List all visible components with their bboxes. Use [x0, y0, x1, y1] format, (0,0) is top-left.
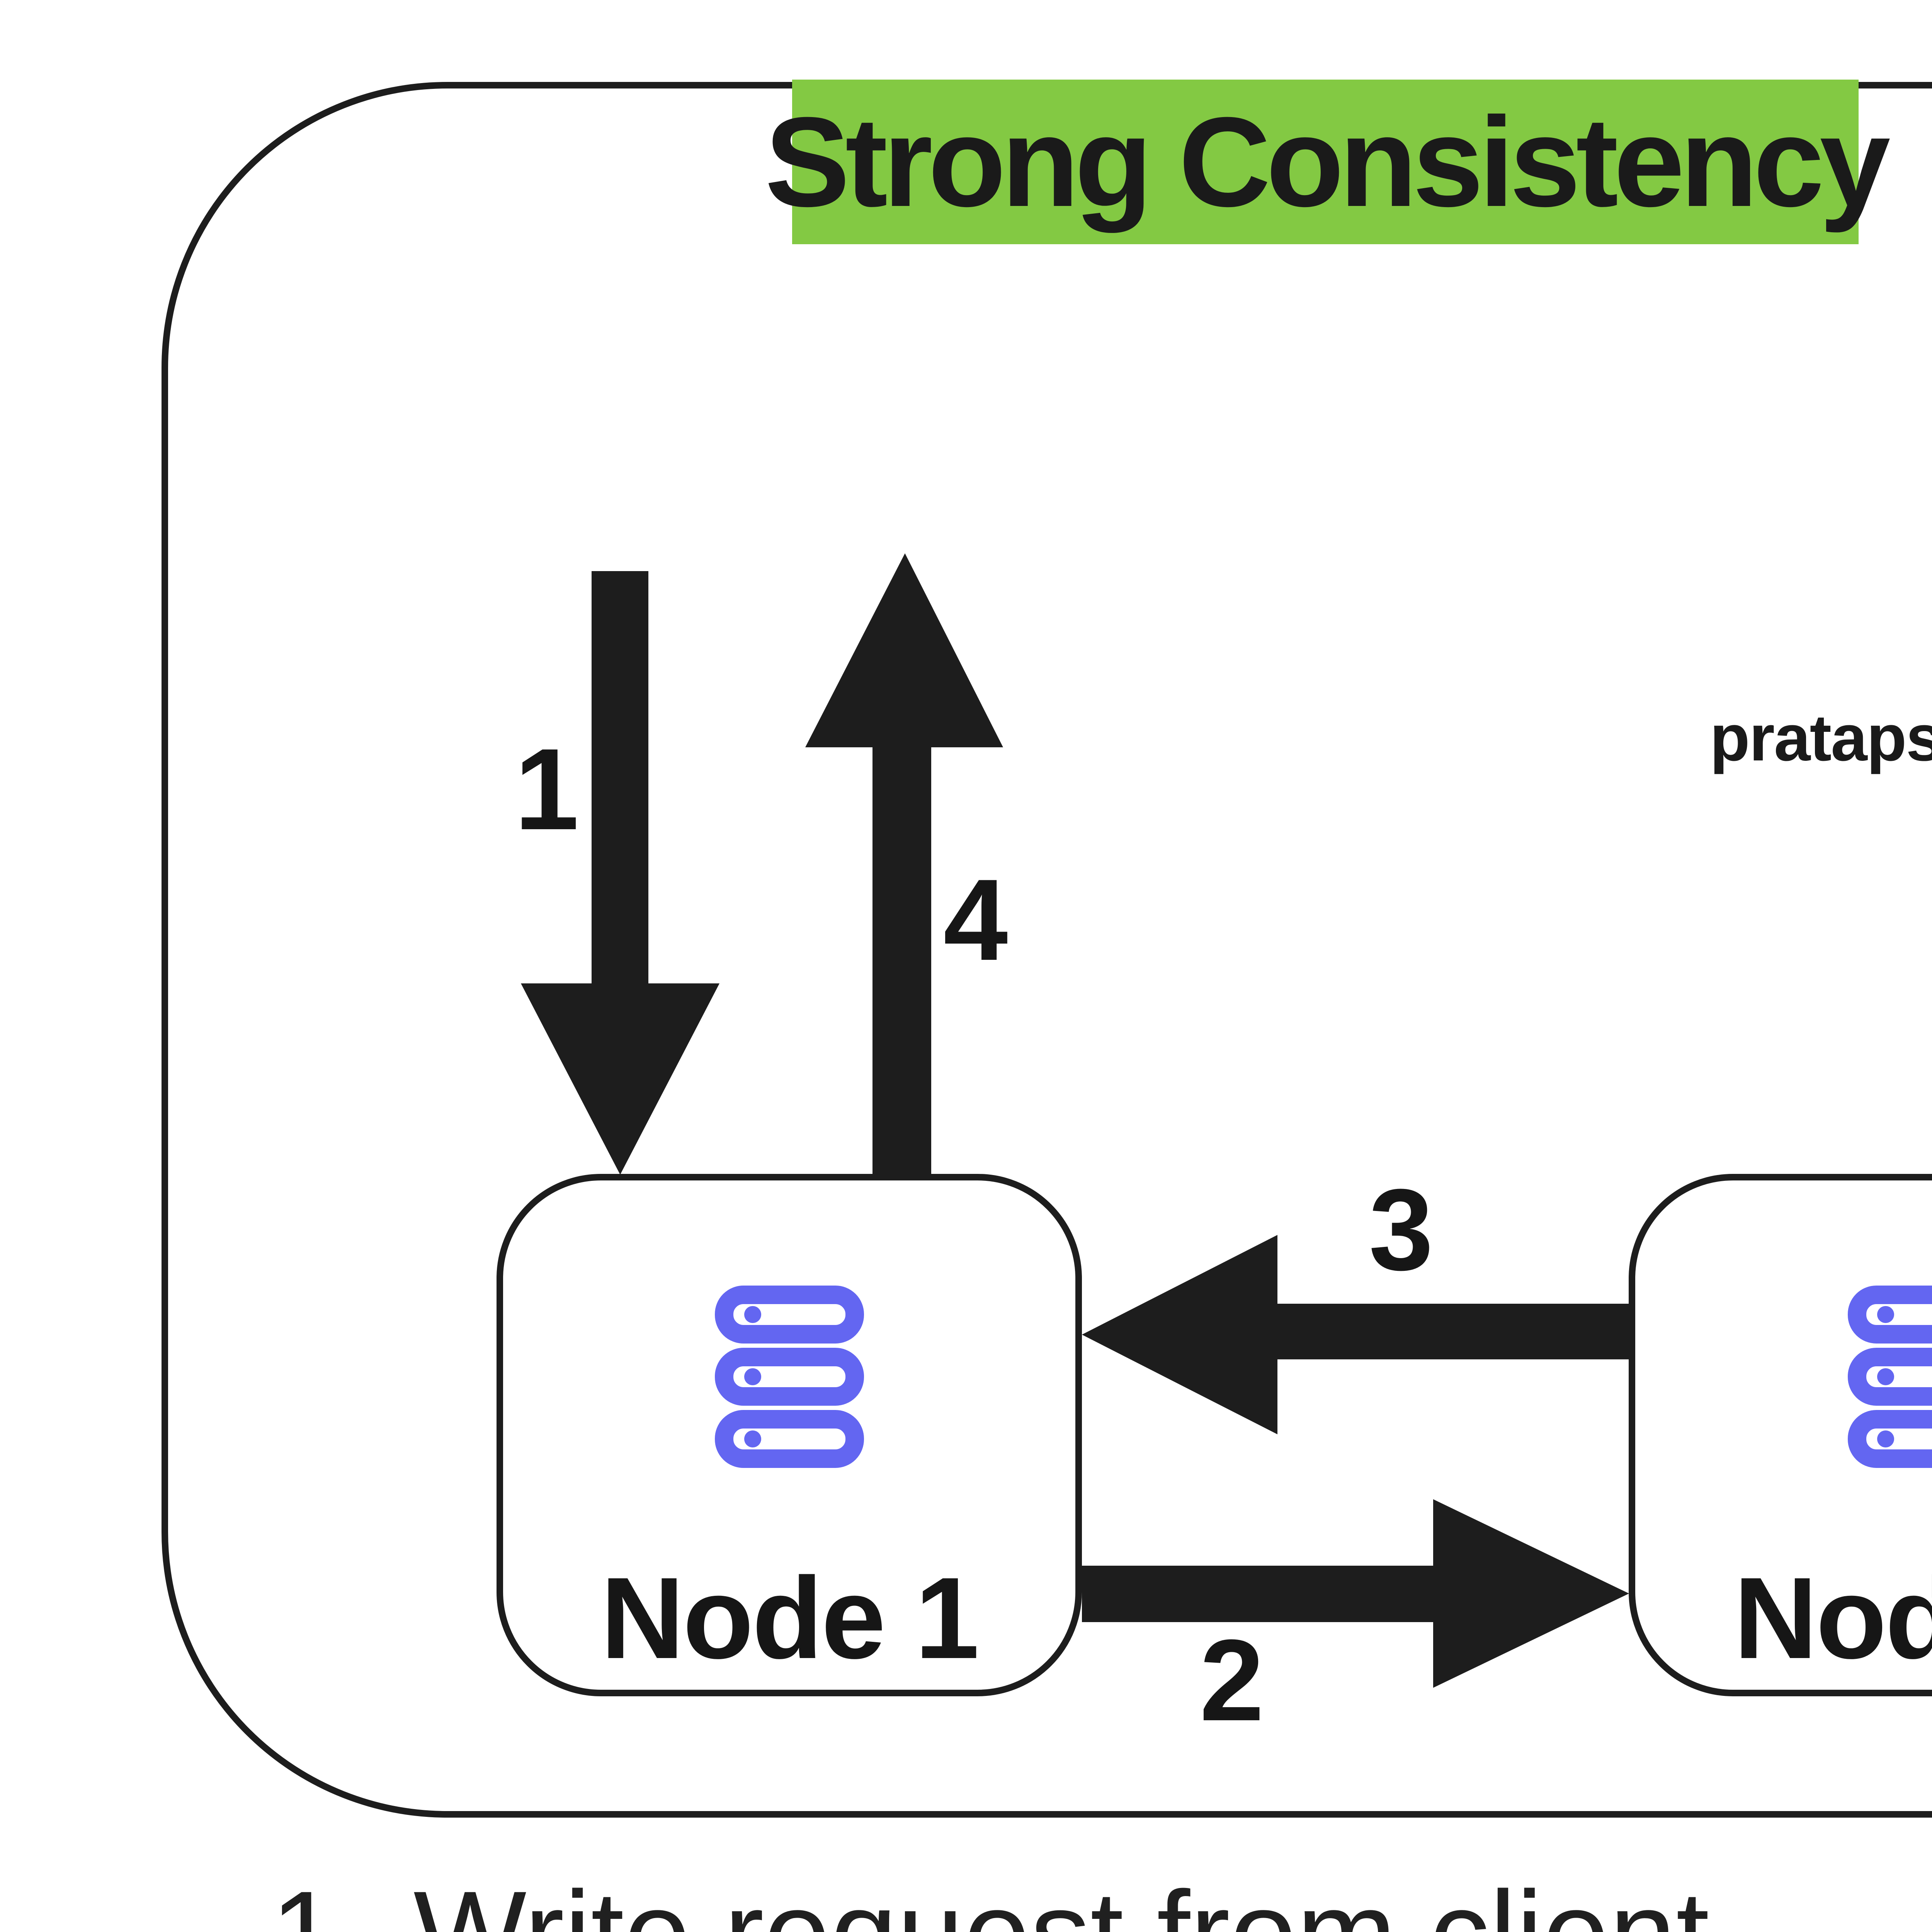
server-stack-icon: [1848, 1286, 1932, 1468]
arrow1-label: 1: [514, 724, 579, 854]
step-number: 1.: [270, 1846, 413, 1932]
step-text: Write request from client.: [413, 1866, 1743, 1932]
title-highlight: Strong Consistency: [765, 80, 1891, 244]
arrow4-label: 4: [943, 855, 1008, 985]
node2-label: Node 2: [1733, 1553, 1932, 1683]
server-stack-icon: [714, 1286, 864, 1468]
list-item: 1.Write request from client.: [270, 1846, 1932, 1932]
arrow2-label: 2: [1199, 1615, 1264, 1745]
node2-box: Node 2: [1629, 1174, 1932, 1696]
node1-box: Node 1: [497, 1174, 1082, 1696]
page-title: Strong Consistency: [765, 90, 1890, 233]
arrow3-label: 3: [1369, 1165, 1434, 1294]
watermark: pratapsharma.io: [1710, 701, 1932, 775]
node1-label: Node 1: [600, 1553, 979, 1683]
steps-list: 1.Write request from client. 2.Write req…: [270, 1846, 1932, 1932]
